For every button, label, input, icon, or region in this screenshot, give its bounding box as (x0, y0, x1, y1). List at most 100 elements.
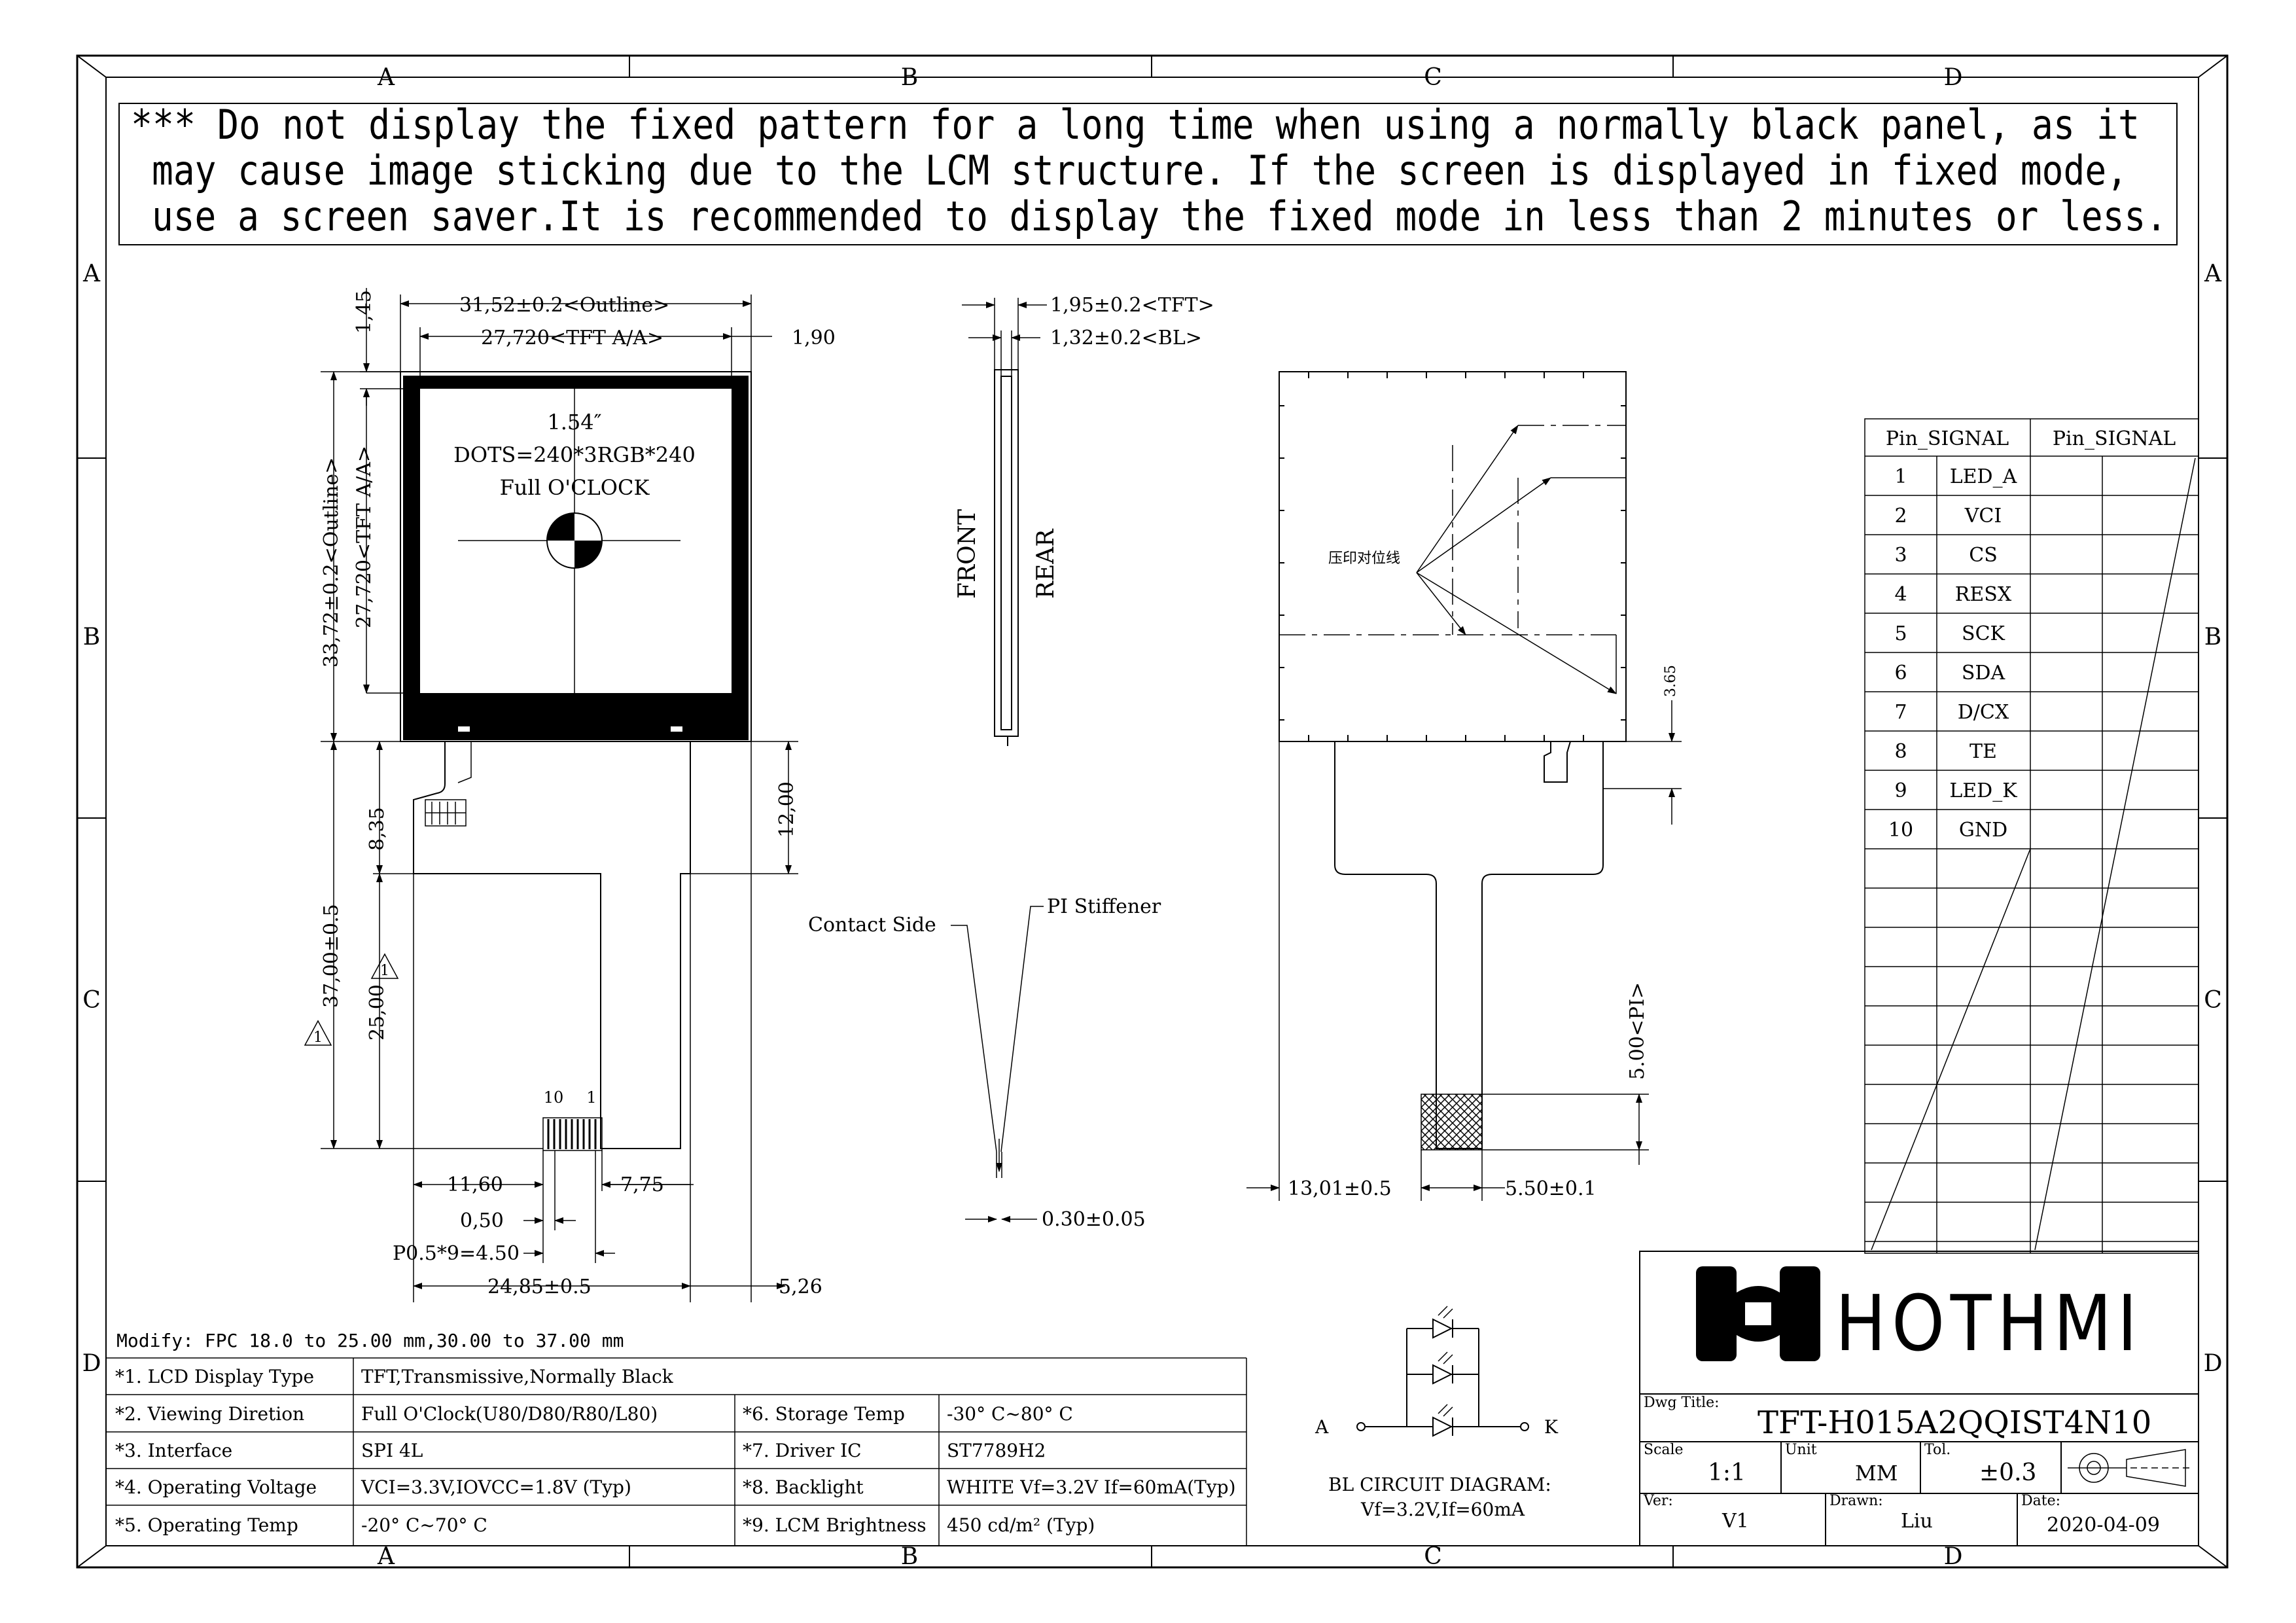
zone-row-left: C (82, 987, 101, 1014)
dim-tft-thickness: 1,95±0.2<TFT> (1050, 294, 1214, 317)
warning-line-3: use a screen saver.It is recommended to … (152, 192, 2167, 240)
pin-signal: D/CX (1958, 701, 2009, 724)
zone-row-right: C (2204, 987, 2222, 1014)
ver-label: Ver: (1643, 1493, 1673, 1509)
dim-24-85: 24,85±0.5 (487, 1275, 592, 1298)
dim-pitch: P0.5*9=4.50 (393, 1242, 520, 1265)
fpc-components (425, 799, 467, 827)
dim-right-gap: 1,90 (792, 327, 836, 349)
spec-label: *3. Interface (115, 1440, 232, 1461)
specs-table: Modify: FPC 18.0 to 25.00 mm,30.00 to 37… (106, 1330, 1247, 1546)
spec-label: *9. LCM Brightness (743, 1514, 927, 1536)
label-rear: REAR (1033, 529, 1059, 599)
dim-outline-width: 31,52±0.2<Outline> (459, 294, 669, 317)
pin-number: 7 (1894, 701, 1907, 724)
dim-11-60: 11,60 (447, 1173, 503, 1196)
warning-line-2: may cause image sticking due to the LCM … (152, 147, 2128, 194)
dim-5-26: 5,26 (779, 1275, 822, 1298)
pin-number: 1 (1894, 465, 1907, 488)
center-target-icon (546, 512, 603, 569)
led-diode-icon (1432, 1306, 1453, 1437)
label-contact-side: Contact Side (808, 914, 936, 936)
zone-col-bottom: D (1944, 1543, 1963, 1570)
pin-number: 4 (1894, 583, 1907, 606)
zone-labels: A B C D A B C D A B C D A B C D (82, 64, 2223, 1570)
dim-pi-length: 5.00<PI> (1626, 982, 1649, 1080)
pin-number: 8 (1894, 740, 1907, 763)
pin-signal: TE (1969, 740, 1997, 763)
zone-col-top: B (901, 64, 918, 91)
zone-col-bottom: C (1424, 1543, 1442, 1570)
dim-outline-height: 33,72±0.2<Outline> (320, 457, 343, 668)
dim-37-00: 37,00±0.5 (320, 904, 343, 1008)
gold-fingers (542, 1117, 603, 1151)
dim-5-50: 5.50±0.1 (1505, 1177, 1597, 1200)
side-dimensions (951, 298, 1047, 1222)
bl-caption-1: BL CIRCUIT DIAGRAM: (1328, 1474, 1551, 1495)
zone-row-right: D (2204, 1350, 2223, 1377)
dim-bl-thickness: 1,32±0.2<BL> (1050, 327, 1202, 349)
spec-label: *6. Storage Temp (743, 1403, 905, 1425)
drawn-label: Drawn: (1829, 1493, 1883, 1509)
fpc-outline (413, 741, 691, 1149)
pin-signal: GND (1959, 819, 2007, 842)
hothmi-logo-icon (1696, 1266, 1820, 1361)
pin-header: Pin_SIGNAL (2053, 427, 2176, 450)
ver-value: V1 (1722, 1510, 1749, 1533)
date-value: 2020-04-09 (2047, 1514, 2160, 1537)
spec-value: SPI 4L (361, 1440, 423, 1461)
spec-value: ST7789H2 (947, 1440, 1046, 1461)
warning-box: *** Do not display the fixed pattern for… (118, 101, 2178, 245)
spec-value: WHITE Vf=3.2V If=60mA(Typ) (947, 1476, 1236, 1498)
spec-label: *7. Driver IC (743, 1440, 862, 1461)
zone-col-bottom: A (377, 1543, 395, 1570)
zone-col-top: A (377, 64, 395, 91)
spec-value: 450 cd/m² (Typ) (947, 1514, 1095, 1536)
zone-row-right: B (2204, 624, 2221, 651)
dim-left-gap: 1,45 (353, 290, 376, 334)
dwg-title: TFT-H015A2QQIST4N10 (1757, 1404, 2151, 1441)
pin10-label: 10 (544, 1088, 564, 1107)
pin-number: 2 (1894, 505, 1907, 527)
tol-value: ±0.3 (1979, 1459, 2036, 1486)
front-view: 1.54″ DOTS=240*3RGB*240 Full O'CLOCK (304, 288, 836, 1302)
spec-value: Full O'Clock(U80/D80/R80/L80) (361, 1403, 658, 1425)
pin-signal: RESX (1955, 583, 2012, 606)
unit-label: Unit (1785, 1442, 1817, 1458)
bl-caption-2: Vf=3.2V,If=60mA (1360, 1499, 1525, 1520)
warning-line-1: *** Do not display the fixed pattern for… (131, 101, 2140, 149)
dim-12-00: 12,00 (775, 781, 798, 838)
screen-size: 1.54″ (547, 410, 601, 435)
tol-label: Tol. (1924, 1442, 1951, 1458)
pin-signal: SDA (1962, 662, 2005, 685)
spec-label: *2. Viewing Diretion (115, 1403, 304, 1425)
dim-aa-width: 27,720<TFT A/A> (481, 327, 663, 349)
brand-name: HOTHMI (1835, 1278, 2143, 1368)
pin-table: Pin_SIGNAL Pin_SIGNAL 1 LED_A 2 VCI 3 CS… (1864, 418, 2199, 1254)
dim-0-50: 0,50 (460, 1209, 504, 1232)
view-spec: Full O'CLOCK (500, 475, 650, 500)
modify-note: Modify: FPC 18.0 to 25.00 mm,30.00 to 37… (116, 1330, 624, 1351)
spec-value: TFT,Transmissive,Normally Black (361, 1366, 674, 1387)
title-block: HOTHMI Dwg Title: TFT-H015A2QQIST4N10 Sc… (1639, 1251, 2199, 1546)
dim-7-75: 7,75 (620, 1173, 664, 1196)
drawn-value: Liu (1901, 1510, 1933, 1533)
scale-value: 1:1 (1708, 1459, 1746, 1486)
dwg-title-label: Dwg Title: (1644, 1395, 1720, 1411)
rear-dimensions (1246, 700, 1682, 1201)
cathode-label: K (1544, 1416, 1559, 1438)
pin-signal: LED_A (1950, 465, 2017, 488)
projection-symbol-icon (2068, 1449, 2192, 1487)
align-note: 压印对位线 (1328, 550, 1400, 567)
dim-aa-height: 27,720<TFT A/A> (353, 446, 376, 628)
pin-signal: SCK (1962, 622, 2005, 645)
dim-3-65: 3.65 (1663, 665, 1679, 697)
pin-number: 10 (1888, 819, 1913, 842)
dots-spec: DOTS=240*3RGB*240 (453, 442, 696, 467)
zone-row-right: A (2204, 260, 2222, 287)
pin-header: Pin_SIGNAL (1886, 427, 2009, 450)
module-outline (400, 371, 752, 742)
zone-row-left: A (82, 260, 101, 287)
pin-number: 9 (1894, 779, 1907, 802)
